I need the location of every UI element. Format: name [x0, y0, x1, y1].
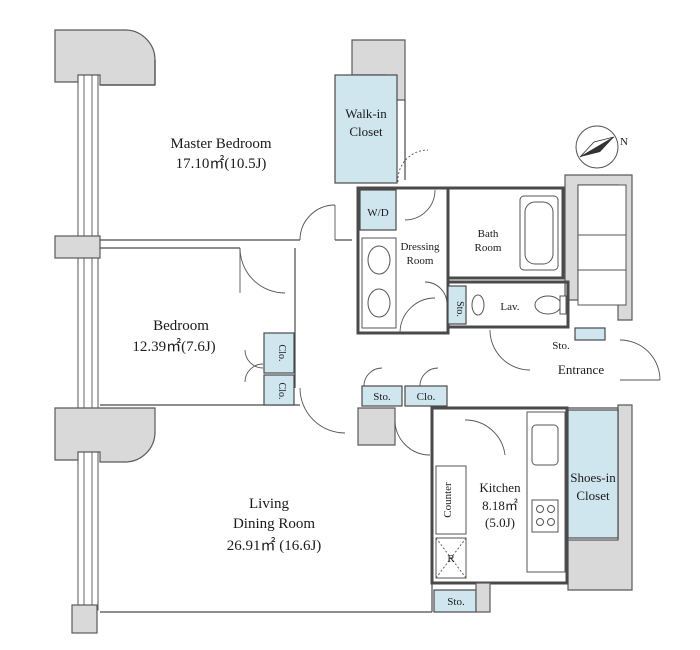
living-label-1: Living [249, 496, 289, 512]
bath-room-label-1: Bath [478, 228, 499, 240]
hall-clo-box [404, 385, 448, 407]
master-bedroom-walls [100, 60, 406, 241]
bedroom-closet-lower [263, 374, 295, 406]
counter-label: Counter [442, 482, 454, 518]
sto-dress-box [447, 285, 467, 325]
washer-dryer [359, 189, 397, 231]
master-bedroom-area: 17.10㎡(10.5J) [176, 155, 267, 172]
fridge-label: R [447, 553, 455, 565]
living-walls [100, 583, 433, 613]
wd-label: W/D [367, 207, 388, 219]
dressing-room-label-2: Room [407, 255, 434, 267]
walk-in-closet-label-1: Walk-in [345, 106, 387, 121]
bedroom-name: Bedroom [153, 318, 209, 334]
column-bottom-left [71, 604, 98, 634]
entrance-label: Entrance [558, 362, 604, 377]
master-bedroom-name: Master Bedroom [170, 136, 272, 152]
dressing-room-label-1: Dressing [400, 241, 440, 253]
column-right-lower [567, 404, 633, 591]
doors [239, 149, 661, 456]
walk-in-closet [334, 74, 398, 184]
hall-sto-label: Sto. [373, 391, 391, 403]
column-top-left [54, 29, 156, 86]
compass-icon [575, 125, 619, 169]
living-sto-label: Sto. [447, 596, 465, 608]
window-wall [77, 71, 99, 611]
bath-room-label-2: Room [475, 242, 502, 254]
lav-label: Lav. [500, 301, 519, 313]
hall-sto-box [361, 385, 403, 407]
bedroom-closet-upper [263, 332, 295, 374]
shoes-closet-label-1: Shoes-in [570, 470, 616, 485]
living-label-2: Dining Room [233, 516, 315, 532]
compass-label: N [620, 136, 628, 148]
entrance-sto-label: Sto. [552, 340, 570, 352]
right-storage [577, 184, 627, 306]
column-bottom-right [475, 582, 491, 613]
shoes-closet-label-2: Closet [576, 488, 610, 503]
hall-column [357, 407, 396, 446]
column-left-mid [54, 235, 101, 259]
clo-label-1: Clo. [276, 345, 287, 362]
dressing-room [356, 186, 450, 335]
bedroom-area: 12.39㎡(7.6J) [132, 338, 215, 355]
bath-room [446, 186, 565, 280]
kitchen-name: Kitchen [479, 480, 521, 495]
living-area: 26.91㎡ (16.6J) [227, 537, 322, 554]
column-left-lower [54, 407, 156, 463]
kitchen-area: 8.18㎡ [482, 498, 518, 513]
clo-label-2: Clo. [276, 383, 287, 400]
kitchen [430, 406, 569, 585]
walk-in-closet-label-2: Closet [349, 124, 383, 139]
hall-clo-label: Clo. [417, 391, 436, 403]
kitchen-jo: (5.0J) [485, 515, 515, 530]
sto-dress-label: Sto. [454, 301, 465, 317]
